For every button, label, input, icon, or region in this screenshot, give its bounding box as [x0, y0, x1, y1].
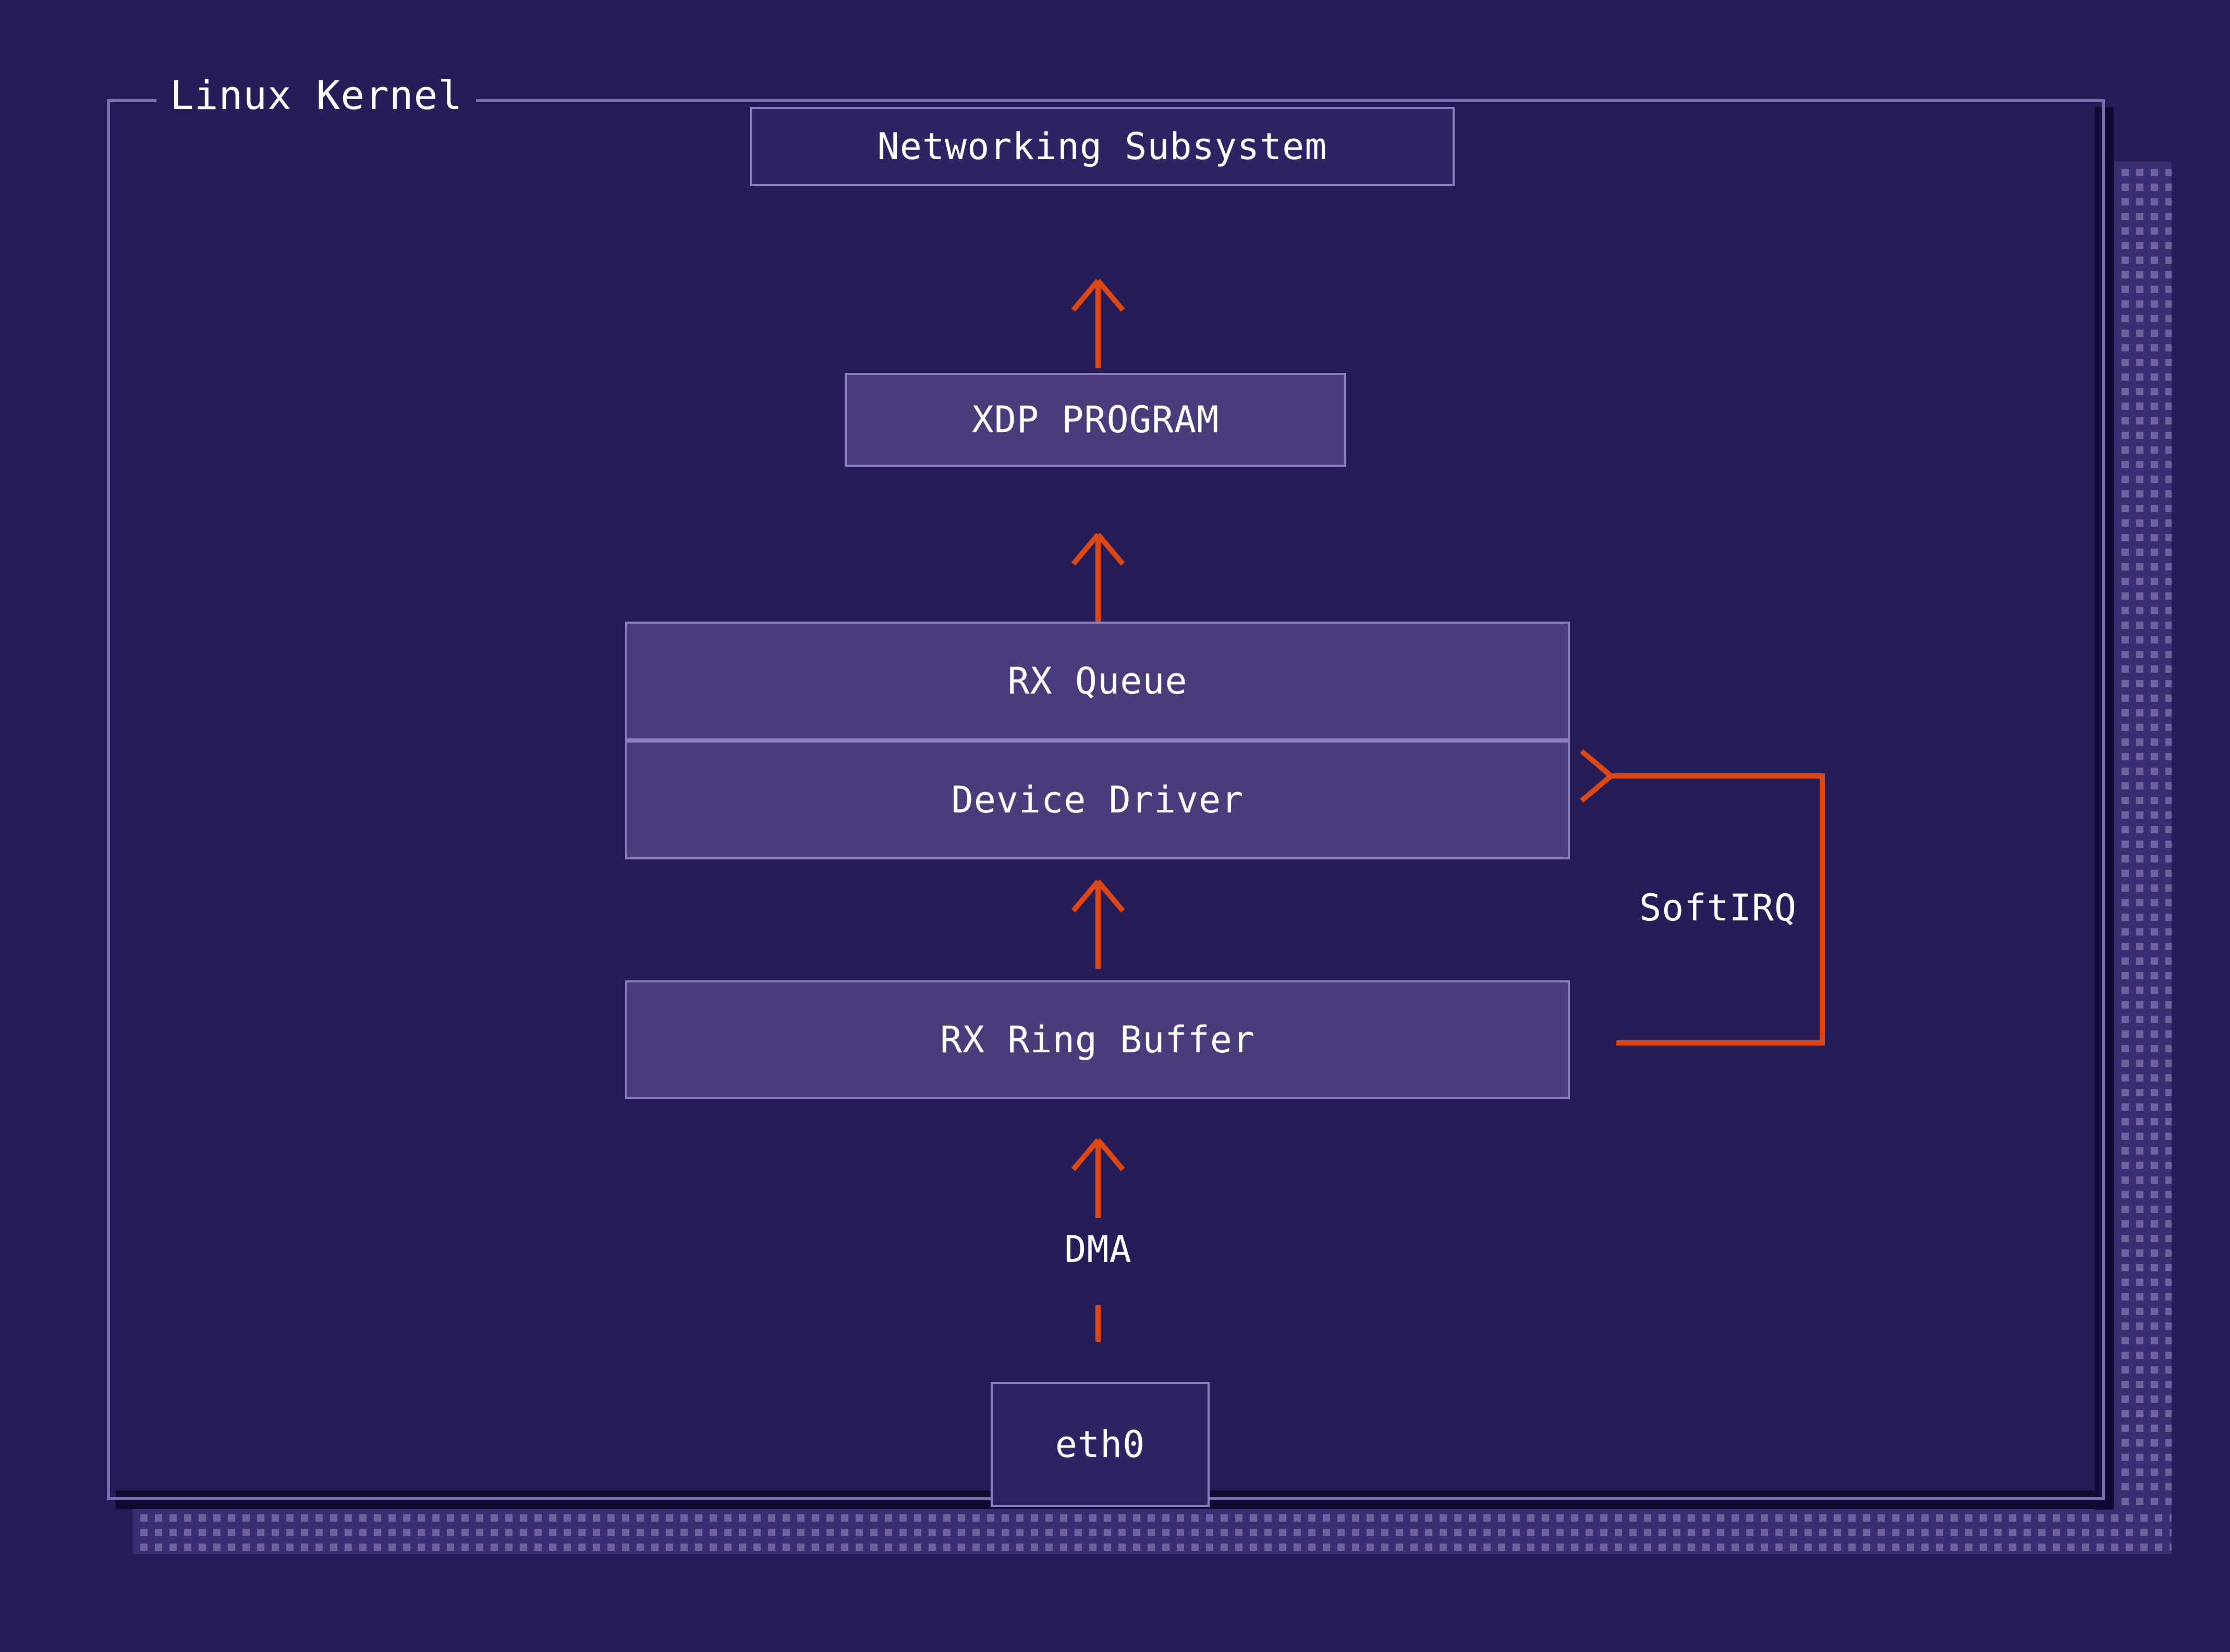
arrow-ringbuffer-to-driver-shaft	[1095, 881, 1101, 969]
node-rx-queue[interactable]: RX Queue	[625, 622, 1570, 740]
arrow-softirq-segment-top	[1606, 773, 1825, 779]
arrow-rxqueue-to-xdp-shaft	[1095, 535, 1101, 622]
edge-label-dma: DMA	[1064, 1228, 1132, 1271]
node-networking-subsystem[interactable]: Networking Subsystem	[750, 107, 1455, 186]
node-eth0[interactable]: eth0	[991, 1382, 1210, 1507]
node-device-driver[interactable]: Device Driver	[625, 740, 1570, 859]
linux-kernel-label: Linux Kernel	[156, 76, 477, 115]
node-label-rx-queue: RX Queue	[1007, 660, 1188, 702]
arrow-softirq-segment-bottom	[1616, 1040, 1825, 1046]
node-label-networking-subsystem: Networking Subsystem	[877, 125, 1327, 168]
frame-shadow-hatch-right	[2114, 162, 2172, 1554]
node-label-rx-ring-buffer: RX Ring Buffer	[940, 1018, 1255, 1061]
arrow-dma-shaft-upper	[1095, 1140, 1101, 1218]
frame-shadow-hatch-bottom	[133, 1507, 2172, 1554]
edge-label-softirq: SoftIRQ	[1631, 886, 1805, 929]
node-rx-ring-buffer[interactable]: RX Ring Buffer	[625, 980, 1570, 1099]
node-label-eth0: eth0	[1055, 1423, 1146, 1466]
arrow-dma-shaft-lower	[1095, 1305, 1101, 1342]
arrow-xdp-to-networking-shaft	[1095, 281, 1101, 368]
arrow-softirq-segment-vertical	[1820, 773, 1825, 1046]
node-label-device-driver: Device Driver	[951, 779, 1244, 821]
node-xdp-program[interactable]: XDP PROGRAM	[845, 373, 1346, 467]
node-label-xdp-program: XDP PROGRAM	[971, 398, 1220, 441]
